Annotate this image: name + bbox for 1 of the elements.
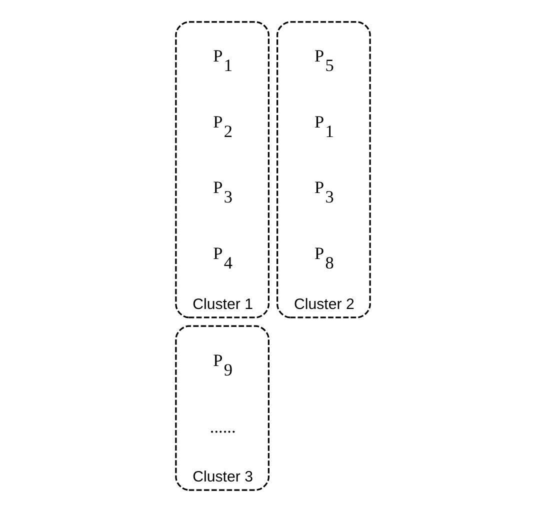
node-text: ...... <box>209 417 236 436</box>
